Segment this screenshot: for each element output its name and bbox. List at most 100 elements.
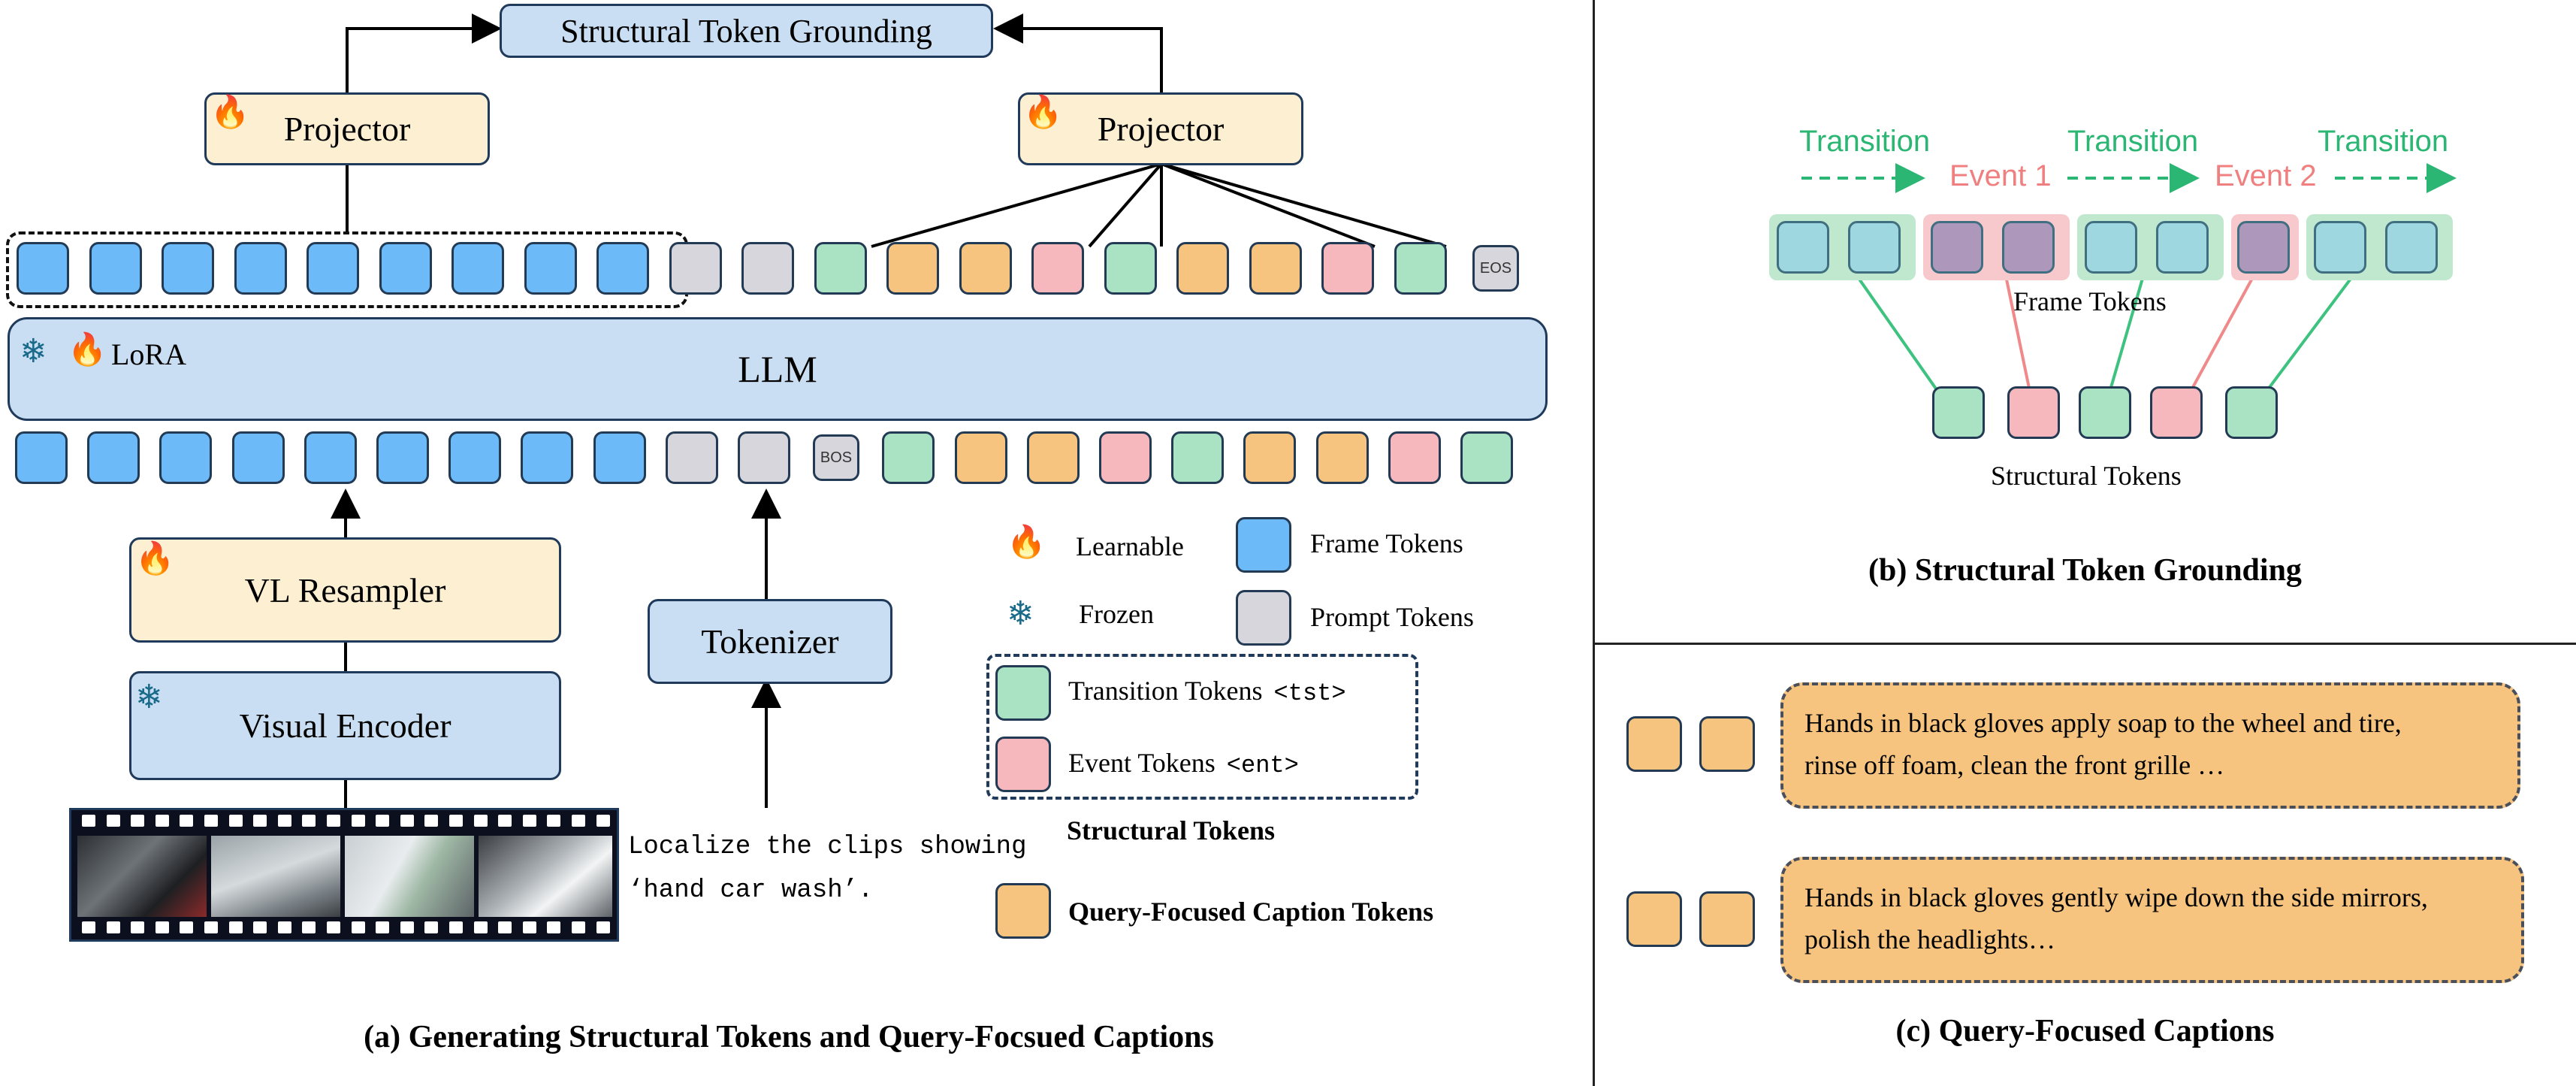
legend-prompt-token	[1236, 590, 1291, 646]
caption-token	[1699, 891, 1755, 947]
legend-frame-tokens-label: Frame Tokens	[1310, 528, 1463, 558]
panel-b-caption: (b) Structural Token Grounding	[1868, 553, 2302, 588]
caption-1-line-2: rinse off foam, clean the front grille …	[1804, 750, 2225, 780]
legend-prompt-tokens-label: Prompt Tokens	[1310, 602, 1474, 632]
transition-token	[2225, 386, 2278, 439]
prompt-token	[738, 431, 790, 484]
sprocket-hole	[400, 921, 414, 933]
caption-token	[955, 431, 1007, 484]
event-token	[1099, 431, 1152, 484]
legend-event-token	[995, 737, 1051, 792]
caption-token	[1316, 431, 1369, 484]
visual-encoder-box: Visual Encoder	[129, 671, 561, 780]
sprocket-hole	[572, 815, 585, 827]
caption-token	[1176, 242, 1229, 295]
vl-resampler-label: VL Resampler	[244, 570, 446, 610]
projector-left-label: Projector	[283, 110, 411, 148]
projector-right-label: Projector	[1097, 110, 1225, 148]
video-frame	[345, 836, 474, 917]
legend-structural-group	[986, 654, 1418, 800]
sprocket-hole	[498, 921, 512, 933]
sprocket-hole	[131, 815, 145, 827]
frame-token	[593, 431, 646, 484]
frame-token	[376, 431, 429, 484]
sprocket-hole	[572, 921, 585, 933]
frame-token	[15, 431, 68, 484]
sprocket-hole	[547, 815, 561, 827]
legend-event-text: Event Tokens <ent>	[1068, 747, 1299, 779]
sprocket-hole	[253, 921, 267, 933]
sprocket-hole	[327, 815, 340, 827]
sprocket-hole	[155, 815, 169, 827]
caption-token	[1699, 716, 1755, 772]
sprocket-hole	[522, 815, 536, 827]
frame-token	[159, 431, 212, 484]
frame-token	[89, 242, 142, 295]
sprocket-hole	[277, 815, 291, 827]
sprocket-hole	[253, 815, 267, 827]
sprocket-hole	[376, 921, 390, 933]
legend-structural-tokens-label: Structural Tokens	[1067, 815, 1276, 846]
prompt-token	[669, 242, 722, 295]
legend-transition-token	[995, 665, 1051, 721]
sprocket-hole	[473, 921, 488, 933]
tokenizer-box: Tokenizer	[648, 599, 892, 684]
vertical-divider	[1593, 0, 1595, 1086]
frame-token	[448, 431, 501, 484]
frame-token	[1931, 221, 1983, 274]
caption-bubble-2: Hands in black gloves gently wipe down t…	[1780, 857, 2524, 983]
video-film-strip	[69, 808, 619, 942]
eos-token: EOS	[1472, 245, 1519, 292]
caption-2-line-1: Hands in black gloves gently wipe down t…	[1804, 882, 2428, 912]
sprocket-hole	[351, 815, 365, 827]
sprocket-hole	[424, 921, 439, 933]
sprocket-hole	[228, 921, 243, 933]
sprocket-hole	[302, 815, 316, 827]
transition-label-2: Transition	[2067, 125, 2199, 158]
legend-transition-tag: <tst>	[1273, 679, 1346, 707]
sprocket-hole	[277, 921, 291, 933]
structural-token-grounding-label: Structural Token Grounding	[560, 12, 932, 50]
bos-token: BOS	[813, 434, 859, 481]
frame-token	[2314, 221, 2366, 274]
lora-label: LoRA	[111, 337, 186, 371]
event-token	[1321, 242, 1374, 295]
caption-2-line-2: polish the headlights…	[1804, 924, 2055, 954]
sprocket-hole	[204, 921, 218, 933]
visual-encoder-label: Visual Encoder	[239, 706, 451, 745]
prompt-token	[666, 431, 718, 484]
sprocket-hole	[424, 815, 439, 827]
transition-token	[1394, 242, 1447, 295]
sprocket-hole	[131, 921, 145, 933]
caption-bubble-1: Hands in black gloves apply soap to the …	[1780, 682, 2520, 809]
caption-token	[959, 242, 1012, 295]
frame-token	[2156, 221, 2209, 274]
legend-learnable-label: Learnable	[1076, 531, 1184, 561]
llm-box: LLM	[8, 317, 1548, 421]
legend-frozen-label: Frozen	[1079, 599, 1154, 629]
sprocket-hole	[82, 815, 95, 827]
event-token	[1031, 242, 1084, 295]
event-token	[2007, 386, 2060, 439]
legend-caption-tokens-label: Query-Focused Caption Tokens	[1068, 897, 1434, 927]
event-label-2: Event 2	[2215, 159, 2317, 192]
tokenizer-label: Tokenizer	[701, 622, 839, 661]
query-line-1: Localize the clips showing	[628, 833, 1027, 861]
panel-c-caption: (c) Query-Focused Captions	[1895, 1014, 2275, 1048]
transition-token	[2079, 386, 2131, 439]
sprocket-hole	[449, 815, 463, 827]
sprocket-hole	[351, 921, 365, 933]
caption-1-line-1: Hands in black gloves apply soap to the …	[1804, 708, 2402, 738]
frame-token	[162, 242, 214, 295]
frame-token	[307, 242, 359, 295]
flame-icon: 🔥	[210, 93, 250, 130]
caption-token	[886, 242, 939, 295]
flame-icon: 🔥	[1007, 523, 1046, 560]
sprocket-hole	[327, 921, 340, 933]
frame-token	[304, 431, 357, 484]
frame-token	[234, 242, 287, 295]
caption-token	[1626, 891, 1682, 947]
legend-event-tag: <ent>	[1226, 752, 1299, 779]
transition-token	[814, 242, 867, 295]
